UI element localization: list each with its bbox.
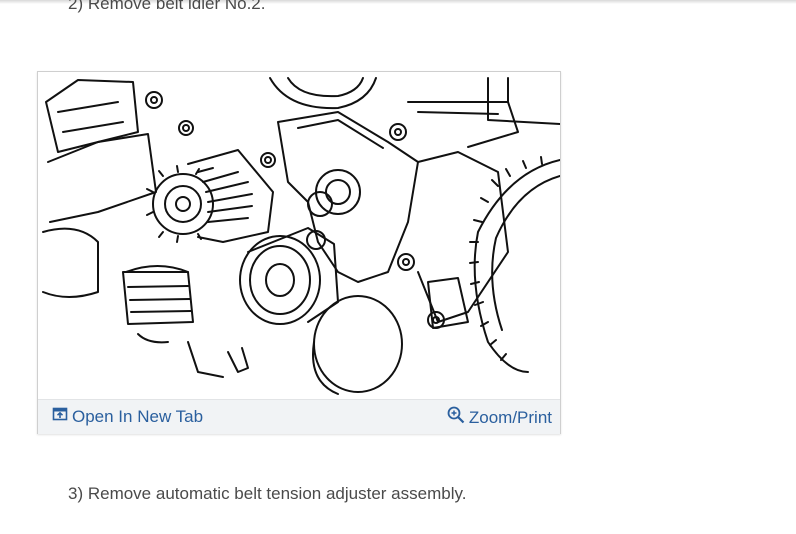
engine-belt-diagram[interactable] bbox=[38, 72, 560, 399]
open-in-new-tab-label: Open In New Tab bbox=[72, 406, 204, 426]
zoom-print-label: Zoom/Print bbox=[468, 407, 552, 427]
zoom-print-link[interactable]: Zoom/Print bbox=[447, 406, 552, 429]
open-in-new-tab-link[interactable]: Open In New Tab bbox=[52, 406, 203, 427]
step-3-instruction: 3) Remove automatic belt tension adjuste… bbox=[68, 484, 467, 503]
open-new-tab-icon bbox=[52, 406, 68, 427]
step-2-instruction: 2) Remove belt idler No.2. bbox=[68, 0, 266, 13]
page-top-shadow bbox=[0, 0, 796, 4]
zoom-in-icon bbox=[447, 406, 465, 429]
figure-card: Open In New Tab Zoom/Print bbox=[37, 71, 561, 434]
figure-toolbar: Open In New Tab Zoom/Print bbox=[38, 399, 560, 434]
